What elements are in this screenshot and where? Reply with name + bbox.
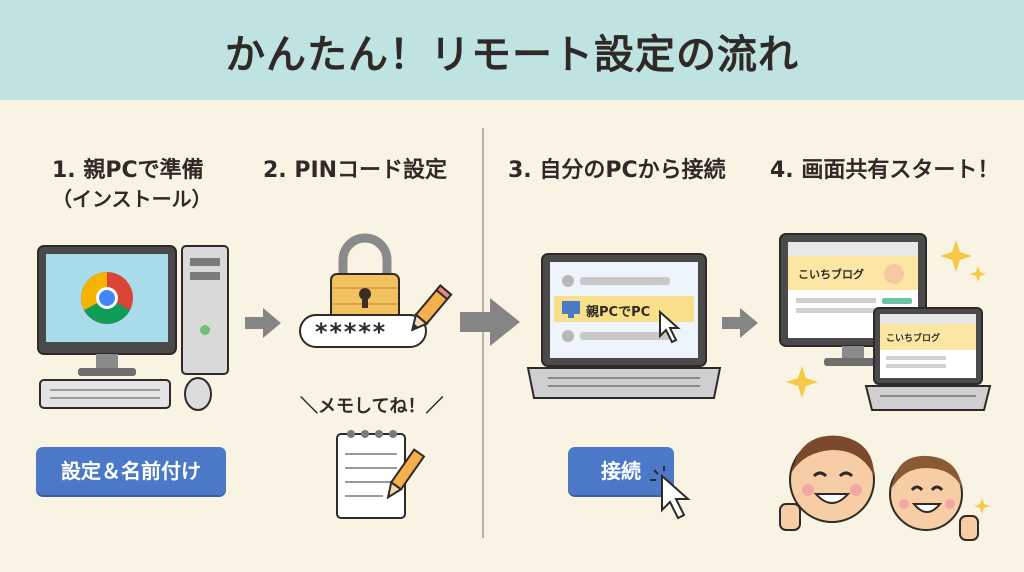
laptop-connect-illustration: 親PCでPC xyxy=(526,253,722,399)
section-divider xyxy=(482,128,484,538)
blog-title-large: こいちブログ xyxy=(798,267,864,281)
pin-mask-text: ***** xyxy=(314,318,386,346)
notepad-icon xyxy=(336,430,426,519)
arrow-right-icon xyxy=(245,308,281,338)
step-2-title: 2. PINコード設定 xyxy=(263,158,448,183)
memo-note-text: ＼メモしてね！／ xyxy=(300,396,444,417)
pin-input-field: ***** xyxy=(299,314,427,348)
setup-and-naming-button[interactable]: 設定＆名前付け xyxy=(36,447,226,495)
happy-family-illustration xyxy=(779,435,990,541)
cursor-click-icon xyxy=(650,466,691,520)
screen-share-illustration: こいちブログ こいちブログ xyxy=(779,233,992,411)
header-banner xyxy=(0,0,1024,100)
step-1-subtitle: （インストール） xyxy=(52,187,212,211)
desktop-pc-icon xyxy=(37,245,229,411)
arrow-right-icon-2 xyxy=(722,308,758,338)
page-title: かんたん！リモート設定の流れ xyxy=(225,32,799,78)
step-3-title: 3. 自分のPCから接続 xyxy=(508,158,726,183)
step-1-title: 1. 親PCで準備 xyxy=(52,158,204,183)
parent-pc-list-label: 親PCでPC xyxy=(586,304,650,320)
blog-title-small: こいちブログ xyxy=(886,332,940,344)
step-4-title: 4. 画面共有スタート！ xyxy=(770,158,1000,183)
pencil-icon xyxy=(410,284,453,332)
arrow-right-large-icon xyxy=(460,298,520,346)
